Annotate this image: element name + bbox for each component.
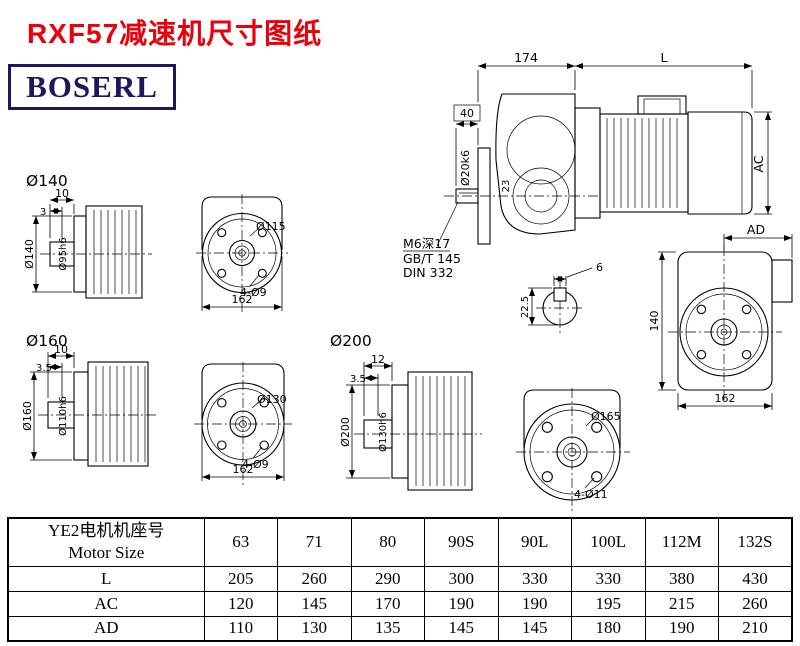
cell: 260 — [718, 590, 793, 617]
technical-drawing: Ø140 Ø160 Ø200 10 3 Ø140 Ø95h6 — [21, 50, 793, 514]
table-row: AD 110 130 135 145 145 180 190 210 — [7, 615, 793, 642]
cell: 130 — [277, 615, 352, 642]
dim-label: 162 — [233, 463, 254, 476]
flange140-label: Ø140 — [26, 172, 68, 190]
flange200-label: Ø200 — [330, 332, 372, 350]
row-label: L — [7, 565, 205, 592]
view-flange200-side: 12 3.5 Ø200 Ø130h6 — [339, 353, 482, 491]
cell: 145 — [497, 615, 572, 642]
cell: 135 — [350, 615, 425, 642]
table-header-row: YE2电机机座号 Motor Size 63 71 80 90S 90L 100… — [7, 517, 793, 567]
row-label: AD — [7, 615, 205, 642]
dim-label: 4-Ø11 — [574, 488, 608, 501]
cell: 190 — [644, 615, 719, 642]
dim-label: 162 — [715, 392, 736, 405]
table-header-cn: YE2电机机座号 — [48, 521, 165, 541]
dim-label: 4-Ø9 — [240, 286, 267, 299]
cell: 215 — [644, 590, 719, 617]
motor-size-header: YE2电机机座号 Motor Size — [7, 517, 205, 567]
dimension-table: YE2电机机座号 Motor Size 63 71 80 90S 90L 100… — [7, 517, 793, 642]
brand-logo: BOSERL — [8, 64, 176, 110]
cell: 260 — [277, 565, 352, 592]
table-row: AC 120 145 170 190 190 195 215 260 — [7, 590, 793, 617]
cell: 110 — [203, 615, 278, 642]
view-flange140-side: 10 3 Ø140 Ø95h6 — [23, 187, 152, 299]
dim-label: Ø165 — [591, 410, 621, 423]
table-row: L 205 260 290 300 330 330 380 430 — [7, 565, 793, 592]
col-header: 132S — [718, 517, 793, 567]
view-shaft-end: 6 22.5 — [520, 261, 603, 334]
view-flange200-front: Ø165 4-Ø11 — [516, 388, 630, 514]
dim-label: 12 — [371, 353, 385, 366]
dim-label: AC — [751, 155, 766, 172]
dim-label: Ø130h6 — [377, 412, 389, 452]
cell: 290 — [350, 565, 425, 592]
cell: 170 — [350, 590, 425, 617]
cell: 195 — [571, 590, 646, 617]
dim-label: 3.5 — [36, 363, 52, 374]
cell: 190 — [497, 590, 572, 617]
dim-label: Ø115 — [256, 220, 286, 233]
view-flange140-front: Ø115 4-Ø9 162 — [196, 194, 288, 314]
cell: 300 — [424, 565, 499, 592]
dim-label: 10 — [54, 343, 68, 356]
cell: 145 — [424, 615, 499, 642]
dim-label: Ø20k6 — [459, 150, 472, 186]
cell: 330 — [497, 565, 572, 592]
dim-label: 22.5 — [520, 296, 531, 318]
page-title: RXF57减速机尺寸图纸 — [27, 18, 323, 49]
cell: 430 — [718, 565, 793, 592]
cell: 330 — [571, 565, 646, 592]
dim-label: Ø110h6 — [57, 396, 69, 436]
dim-label: 6 — [596, 261, 603, 274]
dim-label: Ø200 — [339, 417, 352, 447]
dim-label: 4-Ø9 — [242, 458, 269, 471]
dim-label: AD — [747, 222, 765, 237]
col-header: 112M — [644, 517, 719, 567]
dim-label: 3 — [40, 207, 46, 218]
cell: 380 — [644, 565, 719, 592]
col-header: 71 — [277, 517, 352, 567]
cell: 120 — [203, 590, 278, 617]
col-header: 100L — [571, 517, 646, 567]
view-assembly-side: 174 L 40 Ø20k6 23 M6深17 GB/T 145 — [403, 50, 772, 280]
view-flange160-side: 10 3.5 Ø160 Ø110h6 — [21, 343, 158, 467]
cell: 210 — [718, 615, 793, 642]
dim-label: 174 — [514, 50, 538, 65]
dim-label: Ø160 — [21, 401, 34, 431]
cell: 205 — [203, 565, 278, 592]
view-flange160-front: Ø130 4-Ø9 162 — [194, 362, 292, 488]
col-header: 90S — [424, 517, 499, 567]
cell: 180 — [571, 615, 646, 642]
dim-label: 10 — [55, 187, 69, 200]
col-header: 90L — [497, 517, 572, 567]
dim-label: Ø130 — [257, 393, 287, 406]
table-header-en: Motor Size — [68, 543, 145, 563]
dim-label: 23 — [501, 180, 512, 193]
note-tapped-hole: M6深17 — [403, 236, 450, 251]
row-label: AC — [7, 590, 205, 617]
cell: 145 — [277, 590, 352, 617]
col-header: 80 — [350, 517, 425, 567]
cell: 190 — [424, 590, 499, 617]
dim-label: 140 — [648, 311, 661, 332]
dim-label: 3.5 — [350, 374, 366, 385]
dim-label: 40 — [460, 107, 474, 120]
note-din-standard: DIN 332 — [403, 265, 454, 280]
dim-label: L — [661, 50, 668, 65]
dim-label: Ø140 — [23, 239, 36, 269]
brand-logo-text: BOSERL — [26, 69, 158, 104]
dim-label: 162 — [232, 293, 253, 306]
flange160-label: Ø160 — [26, 332, 68, 350]
col-header: 63 — [203, 517, 278, 567]
note-gb-standard: GB/T 145 — [403, 251, 461, 266]
dim-label: Ø95h6 — [57, 237, 69, 270]
view-rear: AD 140 162 — [648, 222, 793, 410]
